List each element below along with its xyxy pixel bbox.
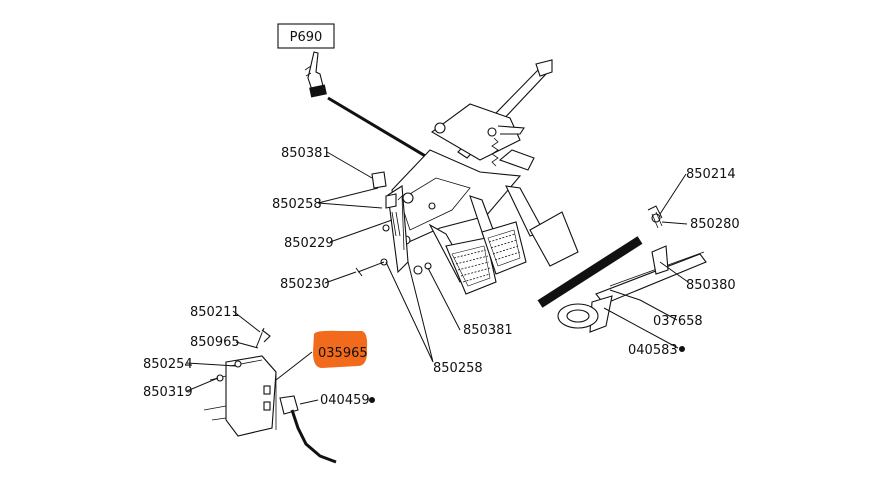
pointing-hand-icon	[304, 51, 327, 98]
svg-text:850254: 850254	[143, 357, 193, 372]
svg-text:850258: 850258	[272, 197, 322, 212]
pedal-box-assembly	[355, 59, 579, 295]
callout-850211[interactable]: 850211	[190, 305, 240, 320]
callout-850230[interactable]: 850230	[280, 277, 330, 292]
svg-text:850280: 850280	[690, 217, 740, 232]
callout-040459[interactable]: 040459	[320, 393, 375, 408]
control-unit-box	[203, 327, 337, 464]
svg-text:850381: 850381	[463, 323, 513, 338]
brake-pedal-pad	[481, 221, 527, 275]
callout-850258-bottom[interactable]: 850258	[433, 361, 483, 376]
bullet-dot-icon	[679, 346, 685, 352]
svg-text:850380: 850380	[686, 278, 736, 293]
callout-850965[interactable]: 850965	[190, 335, 240, 350]
accelerator-pedal-pad	[529, 211, 579, 267]
callout-850214[interactable]: 850214	[686, 167, 736, 182]
svg-text:850230: 850230	[280, 277, 330, 292]
p690-label-box[interactable]: P690	[277, 23, 335, 49]
callout-850380[interactable]: 850380	[686, 278, 736, 293]
svg-text:850214: 850214	[686, 167, 736, 182]
svg-text:850319: 850319	[143, 385, 193, 400]
callout-850258-left[interactable]: 850258	[272, 197, 322, 212]
svg-text:850229: 850229	[284, 236, 334, 251]
harness-cable	[290, 409, 337, 464]
svg-text:850258: 850258	[433, 361, 483, 376]
heel-rest-bar	[557, 205, 707, 333]
callout-850254[interactable]: 850254	[143, 357, 193, 372]
svg-text:035965: 035965	[318, 346, 368, 361]
rubber-strip	[537, 236, 643, 308]
callout-850381-top[interactable]: 850381	[281, 146, 331, 161]
svg-text:850211: 850211	[190, 305, 240, 320]
callout-850280[interactable]: 850280	[690, 217, 740, 232]
svg-text:037658: 037658	[653, 314, 703, 329]
svg-text:850381: 850381	[281, 146, 331, 161]
callout-035965-highlighted[interactable]: 035965	[313, 330, 368, 368]
clutch-pedal-pad	[445, 237, 497, 295]
svg-text:040459: 040459	[320, 393, 370, 408]
p690-label: P690	[290, 30, 323, 45]
svg-text:040583: 040583	[628, 343, 678, 358]
callout-850229[interactable]: 850229	[284, 236, 334, 251]
bullet-dot-icon	[369, 397, 375, 403]
svg-text:850965: 850965	[190, 335, 240, 350]
callout-037658[interactable]: 037658	[653, 314, 703, 329]
leader-lines	[186, 151, 689, 405]
callout-850381-mid[interactable]: 850381	[463, 323, 513, 338]
callout-040583[interactable]: 040583	[628, 343, 685, 358]
callout-850319[interactable]: 850319	[143, 385, 193, 400]
return-spring	[491, 137, 499, 167]
highlight-marker	[313, 330, 368, 368]
